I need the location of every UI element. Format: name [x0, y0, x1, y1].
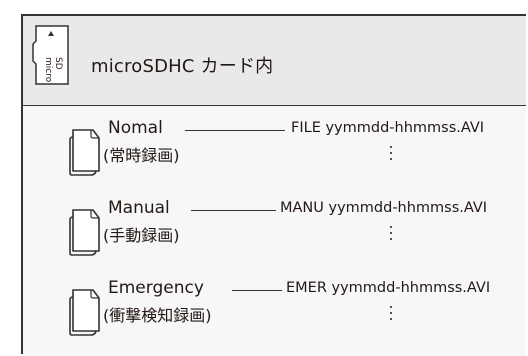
connector-line: [191, 210, 276, 211]
folder-list: Nomal (常時録画) FILE yymmdd-hhmmss.AVI Manu…: [23, 106, 526, 356]
folder-entry-manual: Manual (手動録画) MANU yymmdd-hhmmss.AVI: [23, 194, 526, 264]
folder-description: (衝撃検知録画): [103, 306, 212, 325]
folder-name: Manual: [108, 198, 170, 218]
folder-name: Emergency: [108, 278, 204, 298]
svg-text:SD: SD: [53, 57, 63, 70]
file-name-pattern: MANU yymmdd-hhmmss.AVI: [280, 200, 488, 216]
connector-line: [232, 290, 282, 291]
diagram-frame: micro SD microSDHC カード内 Nomal (常時録画) FIL…: [21, 14, 526, 356]
folder-description: (常時録画): [103, 146, 180, 165]
microsd-card-icon: micro SD: [32, 25, 69, 85]
file-name-pattern: FILE yymmdd-hhmmss.AVI: [291, 120, 485, 136]
vertical-ellipsis-icon: [389, 146, 393, 164]
folder-entry-nomal: Nomal (常時録画) FILE yymmdd-hhmmss.AVI: [23, 114, 526, 184]
folder-icon: [69, 289, 100, 336]
folder-icon: [69, 209, 100, 256]
svg-text:micro: micro: [43, 57, 53, 83]
folder-entry-emergency: Emergency (衝撃検知録画) EMER yymmdd-hhmmss.AV…: [23, 274, 526, 344]
storage-title: microSDHC カード内: [91, 56, 274, 77]
folder-icon: [69, 129, 100, 176]
folder-name: Nomal: [108, 118, 163, 138]
storage-header: micro SD microSDHC カード内: [23, 16, 526, 106]
folder-description: (手動録画): [103, 226, 180, 245]
vertical-ellipsis-icon: [389, 306, 393, 324]
vertical-ellipsis-icon: [389, 226, 393, 244]
connector-line: [185, 130, 285, 131]
file-name-pattern: EMER yymmdd-hhmmss.AVI: [286, 280, 491, 296]
